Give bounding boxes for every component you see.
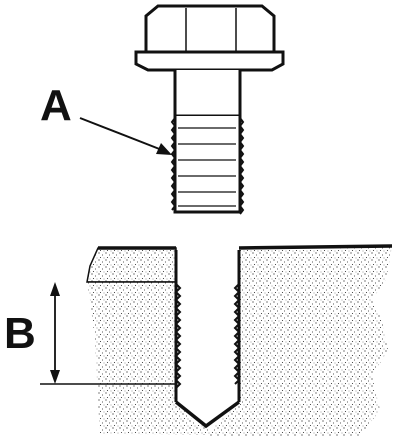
- bolt-hex-head: [144, 4, 276, 54]
- dimension-b-arrowhead-bottom: [50, 370, 60, 384]
- material-top-edge-right: [238, 244, 393, 250]
- dimension-b-arrow: [40, 282, 105, 385]
- callout-label-b: B: [4, 309, 36, 358]
- bolt-shank: [173, 70, 242, 118]
- hole-bottom-drill-point: [174, 400, 241, 429]
- bolt: [134, 4, 285, 215]
- material-block: [86, 244, 393, 436]
- material-bottom-section: [100, 426, 360, 436]
- hole-right-thread: [233, 283, 241, 385]
- bolt-right-thread-profile: [238, 117, 245, 215]
- dimension-b-arrowhead-top: [50, 282, 60, 296]
- material-left-section: [86, 247, 177, 283]
- bolt-flange: [134, 50, 285, 72]
- callout-label-a: A: [40, 81, 72, 130]
- hole-left-thread: [174, 283, 182, 389]
- bolt-threaded-section: [173, 116, 242, 214]
- tapped-hole: [174, 250, 241, 429]
- label-a-leader: [79, 117, 172, 155]
- material-right-section: [206, 246, 392, 436]
- material-left-lower-section: [87, 282, 206, 434]
- bolt-thread-lines: [178, 127, 236, 207]
- bolt-left-thread-profile: [170, 117, 177, 211]
- label-a-arrowhead: [156, 143, 172, 155]
